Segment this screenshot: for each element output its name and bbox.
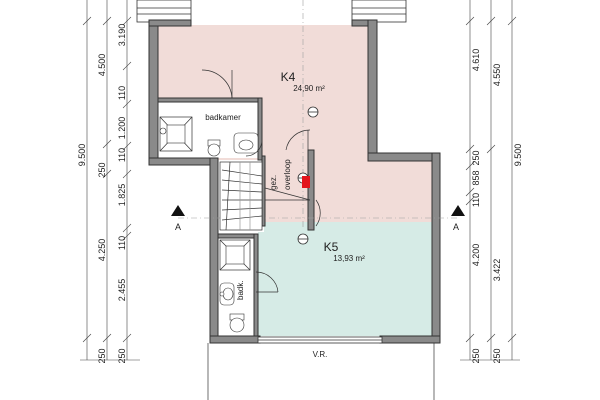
bottom-window [207, 336, 435, 400]
room-k4-area: 24,90 m² [293, 84, 325, 93]
dim-left-inner-6: 110 [117, 236, 127, 250]
walls [148, 19, 441, 344]
red-marker [302, 176, 310, 188]
dim-left-seg-1: 4.500 [97, 54, 107, 77]
dim-right-inner-5: 4.200 [471, 244, 481, 267]
left-dimension-lines [80, 0, 140, 361]
section-marker-right [451, 205, 465, 216]
section-marker-left [171, 205, 185, 216]
dim-left-inner-3: 1.200 [117, 117, 127, 140]
dim-right-inner-1: 4.610 [471, 49, 481, 72]
dim-right-inner-3: 858 [471, 170, 481, 185]
label-gez: gez. [269, 175, 278, 190]
top-windows [136, 0, 407, 23]
dim-right-inner-4: 110 [471, 193, 481, 207]
dim-right-bottom-1: 250 [471, 348, 481, 363]
bathroom-fixtures [159, 116, 259, 333]
dim-left-inner-2: 110 [117, 86, 127, 100]
dim-right-bottom-2: 250 [492, 348, 502, 363]
room-k4-fill [158, 25, 432, 222]
staircase [219, 161, 311, 231]
dim-left-inner-5: 250 [97, 162, 107, 177]
label-badkamer: badkamer [205, 113, 241, 122]
room-k5-fill [258, 222, 432, 336]
dim-left-seg-4: 2.455 [117, 279, 127, 302]
section-label-left: A [175, 222, 181, 232]
dim-right-inner-2: 250 [471, 150, 481, 165]
label-vr: V.R. [313, 350, 328, 359]
dim-left-inner-4: 110 [117, 148, 127, 162]
label-badk: badk. [236, 280, 245, 300]
dim-left-seg-3: 4.250 [97, 239, 107, 262]
dim-left-bottom-1: 250 [97, 348, 107, 363]
doors [201, 69, 321, 293]
dim-left-inner-1: 3.190 [117, 24, 127, 47]
section-label-right: A [453, 222, 459, 232]
room-k5-name: K5 [324, 240, 339, 254]
room-k4-name: K4 [281, 70, 296, 84]
dim-left-bottom-2: 250 [117, 348, 127, 363]
dim-left-seg-2: 1.825 [117, 184, 127, 207]
room-k5-area: 13,93 m² [333, 254, 365, 263]
dim-right-seg-1: 4.550 [492, 64, 502, 87]
label-overloop: overloop [283, 159, 292, 190]
right-dimension-lines [460, 0, 520, 361]
dim-left-total: 9.500 [77, 144, 87, 167]
dim-right-seg-2: 3.422 [492, 259, 502, 282]
dim-right-total: 9.500 [513, 144, 523, 167]
